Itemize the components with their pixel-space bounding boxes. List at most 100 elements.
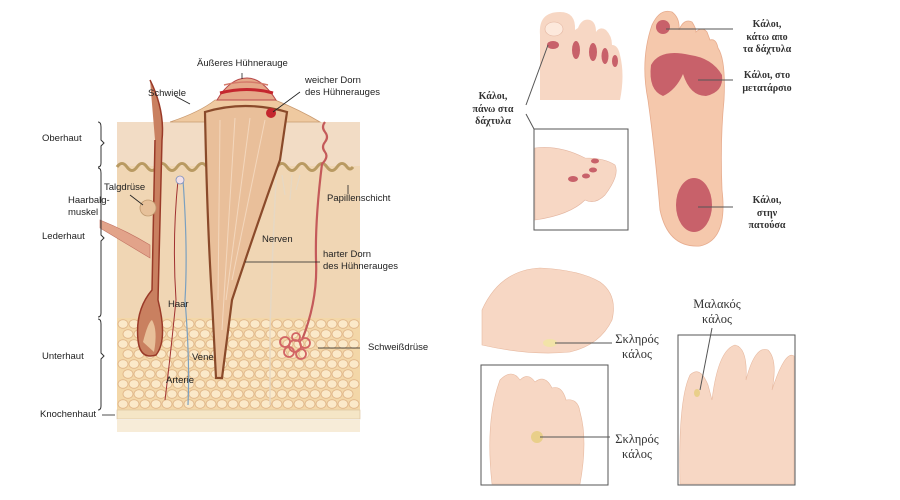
fat-cell xyxy=(293,359,305,369)
fat-cell xyxy=(348,379,360,389)
label-metatarsal: Κάλοι, στο μετατάρσιο xyxy=(735,70,799,95)
fat-cell xyxy=(205,399,217,409)
fat-cell xyxy=(326,319,338,329)
fat-cell xyxy=(293,399,305,409)
fat-cell xyxy=(117,379,129,389)
fat-cell xyxy=(243,329,255,339)
label-line: κάλος xyxy=(622,347,652,361)
fat-cell xyxy=(309,369,321,379)
fat-cell xyxy=(331,389,343,399)
label-dermis: Lederhaut xyxy=(42,231,85,242)
toe-leader-lines xyxy=(540,327,713,438)
label-line: πάνω στα xyxy=(472,103,514,115)
fat-cell xyxy=(238,379,250,389)
fat-cell xyxy=(139,359,151,369)
fat-cell xyxy=(117,399,129,409)
fat-cell xyxy=(128,399,140,409)
fat-cell xyxy=(238,319,250,329)
fat-cell xyxy=(188,389,200,399)
label-line: τα δάχτυλα xyxy=(742,44,792,55)
fat-cell xyxy=(166,389,178,399)
fat-cell xyxy=(320,389,332,399)
toes-inset-box xyxy=(533,128,629,231)
fat-cell xyxy=(194,319,206,329)
fat-cell xyxy=(194,379,206,389)
fat-cell xyxy=(348,319,360,329)
fat-cell xyxy=(117,339,129,349)
fat-cell xyxy=(183,399,195,409)
fat-cell xyxy=(227,339,239,349)
fat-cell xyxy=(271,359,283,369)
fat-cell xyxy=(238,339,250,349)
label-line: πατούσα xyxy=(748,220,786,231)
fat-cell xyxy=(348,359,360,369)
fat-cell xyxy=(128,379,140,389)
fat-cell xyxy=(276,369,288,379)
fat-cell xyxy=(304,379,316,389)
fat-cell xyxy=(342,369,354,379)
fat-cell xyxy=(276,389,288,399)
fat-cell xyxy=(188,349,200,359)
fat-cell xyxy=(326,339,338,349)
label-arrector-2: muskel xyxy=(68,207,99,218)
fat-cell xyxy=(304,359,316,369)
label-line: μετατάρσιο xyxy=(742,82,792,94)
fat-cell xyxy=(177,389,189,399)
fat-cell xyxy=(265,369,277,379)
fat-cell xyxy=(199,329,211,339)
sole-view xyxy=(644,10,725,247)
fat-cell xyxy=(342,329,354,339)
fat-cell xyxy=(326,359,338,369)
fat-cell xyxy=(309,329,321,339)
fat-cell xyxy=(337,379,349,389)
label-line: δάχτυλα xyxy=(475,116,511,127)
fat-cell xyxy=(315,399,327,409)
label-soft-core-2: des Hühnerauges xyxy=(305,87,380,98)
fat-cell xyxy=(254,389,266,399)
label-hard-core-2: des Hühnerauges xyxy=(323,261,398,272)
fat-cell xyxy=(161,319,173,329)
fat-cell xyxy=(216,399,228,409)
fat-cell xyxy=(287,389,299,399)
fat-cell xyxy=(199,349,211,359)
fat-cell xyxy=(260,359,272,369)
fat-cell xyxy=(183,319,195,329)
fat-cell xyxy=(315,359,327,369)
fat-cell xyxy=(227,379,239,389)
fat-cell xyxy=(227,359,239,369)
fat-cell xyxy=(309,349,321,359)
fat-cell xyxy=(243,369,255,379)
fat-cell xyxy=(331,329,343,339)
label-line: Σκληρός xyxy=(615,332,659,346)
fat-cell xyxy=(249,379,261,389)
fat-cell xyxy=(166,349,178,359)
fat-cell xyxy=(337,399,349,409)
fat-cell xyxy=(194,359,206,369)
fat-cell xyxy=(331,369,343,379)
label-soft-corn: Μαλακός κάλος xyxy=(684,297,750,327)
foot-side-view xyxy=(481,267,614,354)
fat-cell xyxy=(117,359,129,369)
fat-cell xyxy=(282,319,294,329)
fat-cell xyxy=(342,389,354,399)
fat-cell xyxy=(238,359,250,369)
fat-cell xyxy=(133,389,145,399)
label-outer-corn: Äußeres Hühnerauge xyxy=(197,58,288,69)
fat-cell xyxy=(298,389,310,399)
fat-cell xyxy=(232,329,244,339)
fat-cell xyxy=(315,319,327,329)
label-epidermis: Oberhaut xyxy=(42,133,82,144)
fat-cell xyxy=(199,369,211,379)
fat-cell xyxy=(216,379,228,389)
fat-cell xyxy=(161,399,173,409)
fat-cell xyxy=(348,339,360,349)
label-nerves: Nerven xyxy=(262,234,293,245)
label-hard-corn-top: Σκληρός κάλος xyxy=(608,332,666,362)
foot-sole-box xyxy=(480,364,609,486)
fat-cell xyxy=(282,399,294,409)
fat-cell xyxy=(183,339,195,349)
fat-cell xyxy=(260,379,272,389)
fat-cell xyxy=(155,369,167,379)
fat-cell xyxy=(309,389,321,399)
label-callus: Schwiele xyxy=(148,88,187,99)
